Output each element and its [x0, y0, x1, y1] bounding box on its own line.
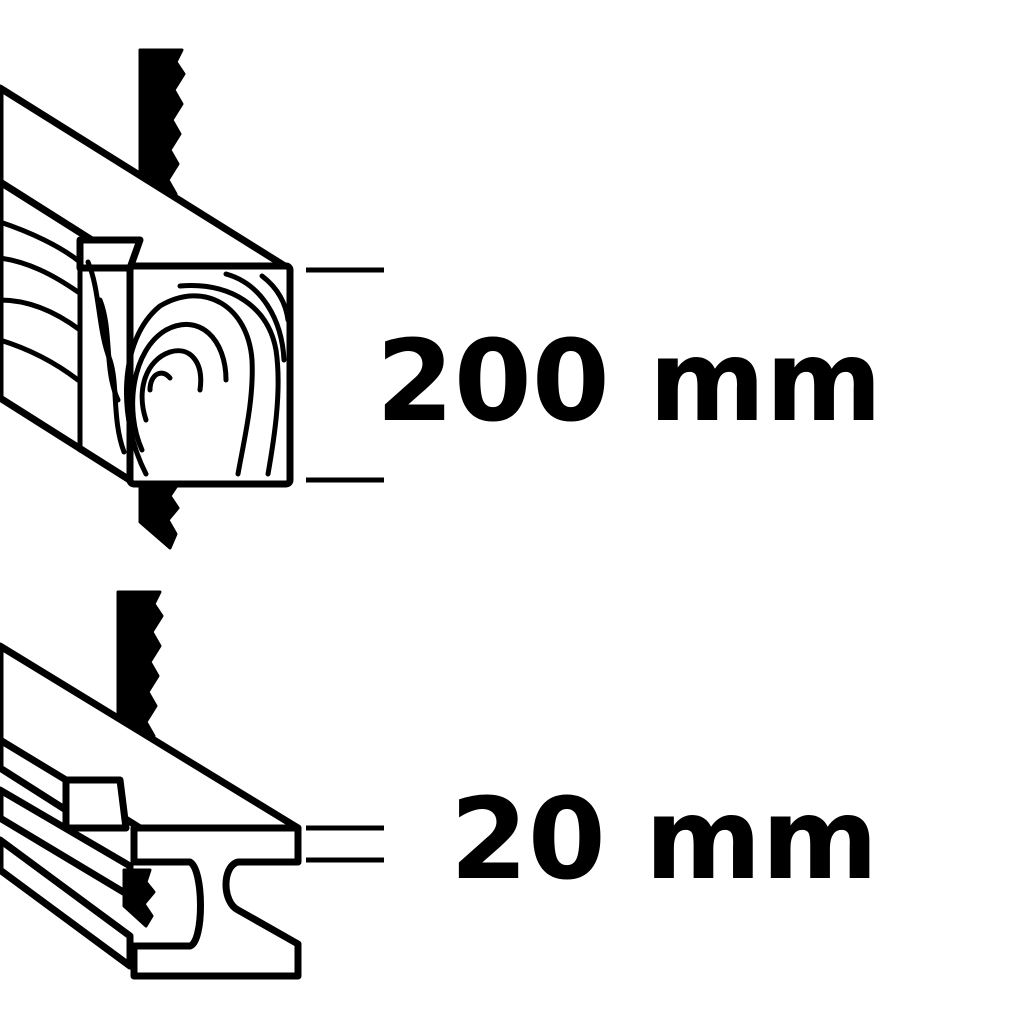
metal-blade-lower-icon	[122, 868, 156, 928]
wood-cut-illustration	[0, 48, 294, 550]
metal-capacity-label: 20 mm	[450, 775, 878, 905]
wood-capacity-label: 200 mm	[376, 317, 882, 447]
wood-end-grain-rings	[124, 271, 291, 477]
metal-profile-side-rail-3	[0, 836, 134, 970]
wood-beam-end-face	[126, 262, 294, 488]
metal-dimension-lines	[306, 825, 384, 863]
wood-side-grain	[0, 219, 127, 455]
metal-cut-illustration	[0, 590, 302, 980]
wood-dimension-lines	[306, 267, 384, 483]
wood-blade-lower-icon	[138, 482, 180, 550]
metal-profile-end-face	[130, 824, 302, 980]
metal-profile-side-rail	[0, 736, 70, 814]
metal-kerf	[62, 776, 130, 832]
